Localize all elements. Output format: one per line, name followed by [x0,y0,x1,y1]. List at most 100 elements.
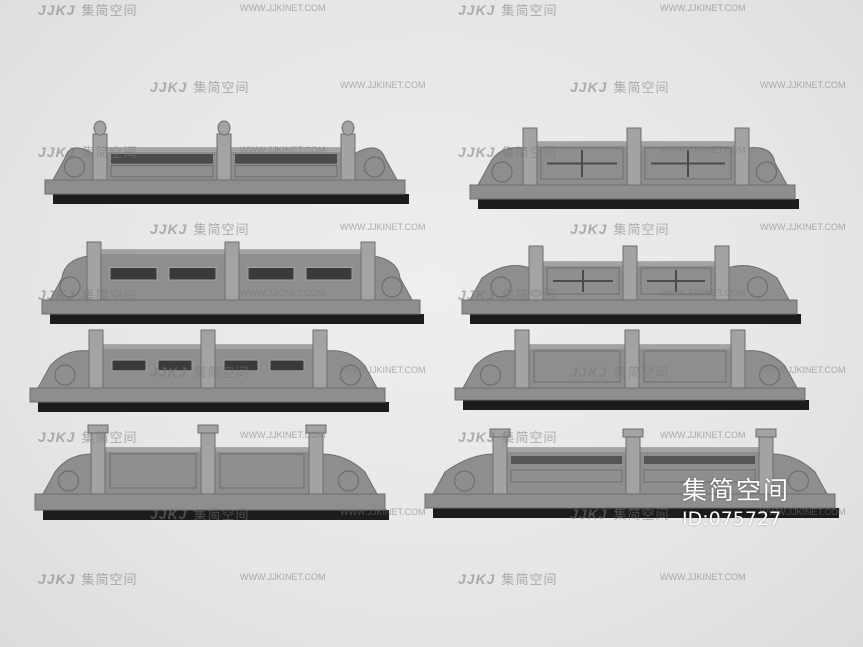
post-cap [489,428,511,438]
top-rail [105,448,201,452]
end-wing-left [37,350,91,389]
window-opening [111,359,147,372]
base-slab [34,493,386,511]
post [522,127,538,186]
window-opening [223,359,259,372]
end-wing-right [321,453,378,495]
id-stamp: 集简空间 ID:075727 [682,476,790,532]
wing-scroll-ornament [337,470,360,492]
post [340,133,356,181]
base-slab [41,299,421,315]
top-rail [101,250,225,254]
end-wing-left [477,147,525,186]
window-opening [247,267,295,281]
post [714,245,730,301]
post [622,245,638,301]
base-slab [461,299,798,315]
wing-scroll-ornament [381,276,403,298]
carved-opening [235,154,337,164]
top-rail [639,345,731,349]
carved-relief [110,165,214,178]
wing-scroll-ornament [490,276,512,298]
post [625,431,641,495]
window-opening [305,267,353,281]
end-wing-left [469,265,531,301]
post [200,329,216,389]
top-rail [640,448,759,452]
top-rail [107,148,217,152]
stamp-brand: 集简空间 [682,476,791,505]
wing-scroll-ornament [453,470,476,492]
balustrade-8 [424,428,839,518]
post [360,241,376,301]
rail-relief [510,469,623,483]
end-wing-right [373,255,413,301]
top-rail [103,345,201,349]
rail-panel [506,447,627,495]
top-rail [641,142,735,146]
top-rail [637,262,715,266]
top-rail [231,148,341,152]
wing-scroll-ornament [57,470,80,492]
top-rail [215,448,309,452]
rail-panel [106,147,218,181]
post [492,431,508,495]
post-cap [197,424,219,434]
post [86,241,102,301]
panel-relief [643,350,727,383]
top-rail [543,262,623,266]
balustrade-7 [34,424,389,520]
wing-scroll-ornament [339,364,362,386]
post-cap [755,428,777,438]
base-shadow [463,400,809,410]
rail-gap [644,456,755,464]
base-shadow [43,510,389,520]
window-opening [269,359,305,372]
base-shadow [50,314,424,324]
end-wing-left [52,147,95,181]
wing-scroll-ornament [787,470,810,492]
post [730,329,746,389]
wing-scroll-ornament [758,364,781,386]
base-slab [454,387,806,401]
fret-pattern [547,150,617,177]
post [312,329,328,389]
fret-frame [540,147,624,180]
balustrade-3 [41,241,424,324]
post [626,127,642,186]
window-opening [109,267,158,281]
balustrade-5 [29,329,389,412]
base-shadow [53,194,409,204]
balustrade-4 [461,245,801,324]
post [528,245,544,301]
post [90,427,106,495]
rail-relief [643,469,756,483]
rail-panel [638,344,732,389]
wing-scroll-ornament [479,364,502,386]
post-finial [93,120,107,136]
carved-opening [111,154,213,164]
wing-scroll-ornament [755,161,778,183]
rail-panel [230,147,342,181]
post [308,427,324,495]
panel-relief [219,453,305,489]
balustrade-1 [44,120,409,204]
rail-panel [104,447,202,495]
fret-frame [546,267,620,295]
base-shadow [38,402,389,412]
wing-scroll-ornament [54,364,76,386]
panel-relief [533,350,621,383]
post [88,329,104,389]
end-wing-right [747,147,788,186]
post-cap [305,424,327,434]
fret-pattern [651,150,725,177]
stamp-id: ID:075727 [682,508,782,530]
post-finial [341,120,355,136]
wing-scroll-ornament [746,276,769,298]
post [200,427,216,495]
end-wing-right [325,350,378,389]
post-finial [217,120,231,136]
fret-pattern [647,270,705,292]
base-slab [44,179,406,195]
